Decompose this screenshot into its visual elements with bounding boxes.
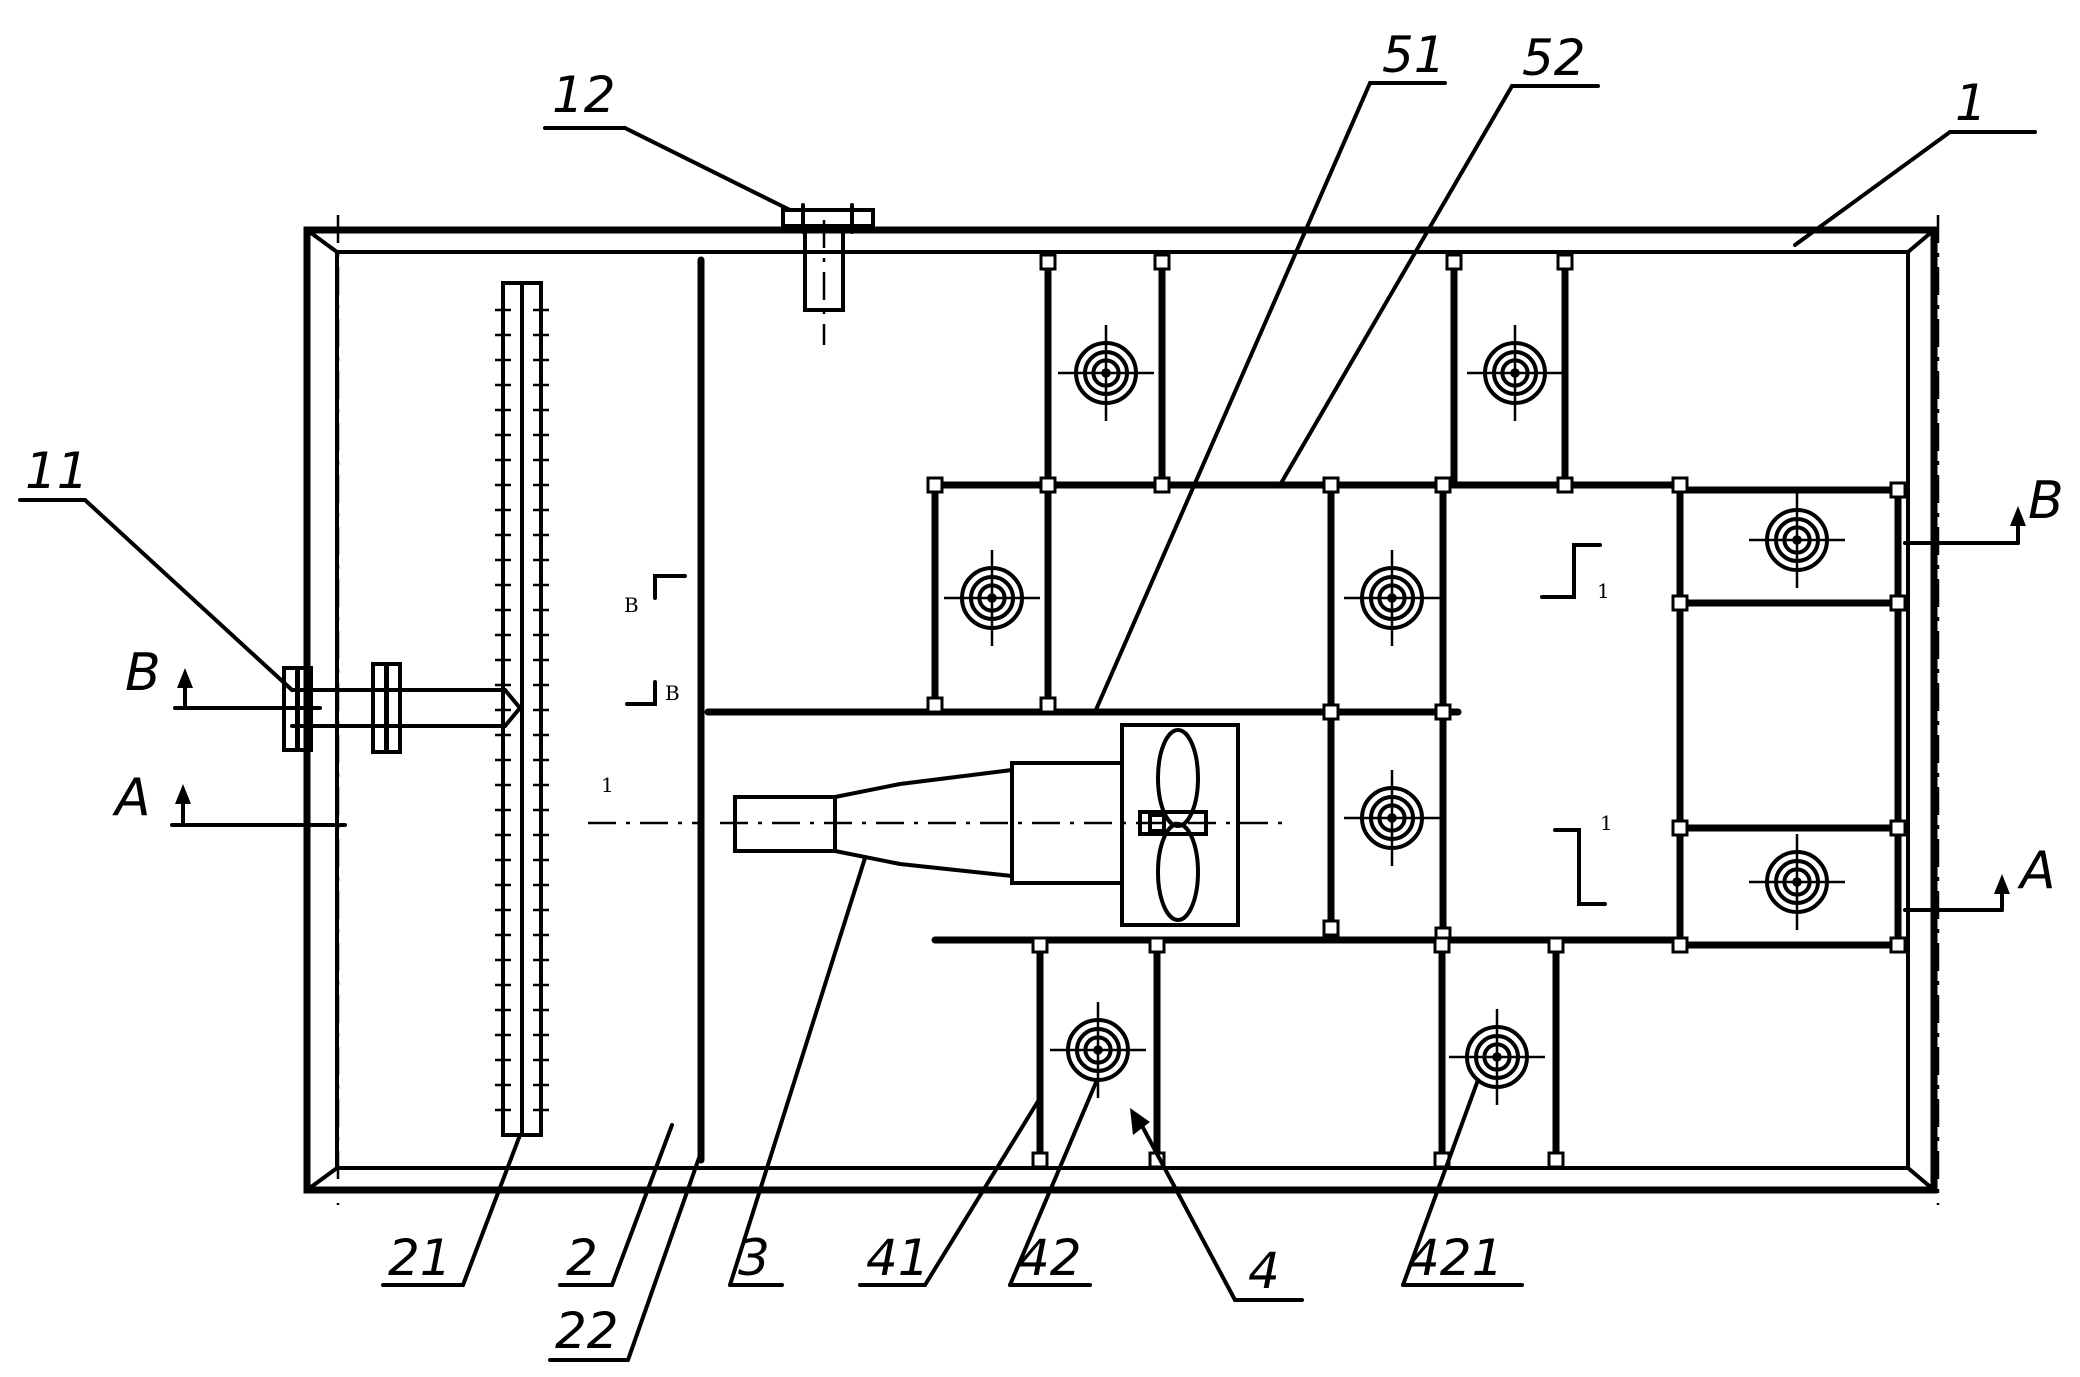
label-52: 52 [1522,29,1586,87]
label-11: 11 [25,442,89,500]
frame-clamp [1671,936,1689,954]
aerator-ring [1091,358,1121,388]
section-mark-a-right: A [2017,841,2056,901]
aerator-discs [944,325,1845,1105]
label-1: 1 [1955,74,1987,132]
aerator-ring [1377,583,1407,613]
aerator-ring [977,583,1007,613]
aerator-ring [1075,1027,1121,1073]
fan-housing [1120,723,1240,927]
aerator-ring [1774,517,1820,563]
frame-clamp [1889,936,1907,954]
frame-clamp [1434,476,1452,494]
inner-mark-b-bottom: B [665,681,680,705]
section-labels: B A B A [112,471,2064,901]
frame-clamp [1547,1151,1565,1169]
frame-clamp [1153,253,1171,271]
aerator-ring [1765,850,1829,914]
frame-clamp [1671,476,1689,494]
aerator-ring [1483,341,1547,405]
frame-clamp [1433,936,1451,954]
aerator-ring [1782,867,1812,897]
aerator-ring [969,575,1015,621]
aerator-center [1492,1052,1502,1062]
fan-mixer [1120,723,1240,927]
aerator-ring [1474,1034,1520,1080]
frame-clamp [1889,594,1907,612]
section-mark-a-left: A [112,768,151,828]
aerator-ring [1377,803,1407,833]
label-42: 42 [1018,1229,1082,1287]
frame-clamp [1322,476,1340,494]
aerator-ring [1083,1035,1113,1065]
inner-section-marks: B B 1 1 1 [601,543,1613,906]
aerator-center [1093,1045,1103,1055]
frame-clamp [1031,1151,1049,1169]
aerator-ring [1465,1025,1529,1089]
frame-clamp [1889,481,1907,499]
section-mark-b-right: B [2028,471,2064,531]
aerator-ring [1360,566,1424,630]
frame-clamp [1556,253,1574,271]
axis-lines [170,506,2026,912]
aerator-center [1510,368,1520,378]
frame-clamp [1148,936,1166,954]
frame-clamp [1039,476,1057,494]
aerator-ring [1360,786,1424,850]
aerator-center [1387,593,1397,603]
frame-clamp [1671,594,1689,612]
frame-clamp [1556,476,1574,494]
frame-clamp [1031,936,1049,954]
aerator-center [987,593,997,603]
aerator-ring [1492,350,1538,396]
frame-clamp [1039,253,1057,271]
aeration-frames [704,253,1907,1169]
aerator-center [1792,877,1802,887]
label-22: 22 [555,1302,619,1360]
aerator-ring [960,566,1024,630]
inner-mark-1: 1 [601,773,614,797]
frame-clamp [926,476,944,494]
aerator-ring [1765,508,1829,572]
frame-clamp [1671,819,1689,837]
part-labels: 1 12 11 51 52 21 2 22 3 41 42 4 421 [25,26,1987,1360]
inner-mark-b-top: B [624,593,639,617]
inner-mark-1-top: 1 [1597,579,1610,603]
frame-clamp [1322,919,1340,937]
aerator-ring [1774,859,1820,905]
label-41: 41 [866,1229,930,1287]
frame-clamp [1322,703,1340,721]
frame-clamp [926,696,944,714]
section-mark-b-left: B [125,643,161,703]
frame-clamp [1445,253,1463,271]
aerator-center [1792,535,1802,545]
aerator-ring [1369,795,1415,841]
aerator-ring [1083,350,1129,396]
leader-lines [18,81,2037,1362]
aerator-ring [1074,341,1138,405]
frame-clamp [1039,696,1057,714]
label-421: 421 [1408,1229,1503,1287]
aerator-center [1387,813,1397,823]
frame-clamp [1434,703,1452,721]
label-51: 51 [1382,26,1446,84]
aerator-ring [1482,1042,1512,1072]
top-nozzle [781,203,875,345]
label-2: 2 [566,1229,598,1287]
frame-clamp [1547,936,1565,954]
inner-mark-1-bottom: 1 [1600,811,1613,835]
aerator-ring [1782,525,1812,555]
frame-clamp [1153,476,1171,494]
aerator-ring [1500,358,1530,388]
label-4: 4 [1248,1242,1280,1300]
aerator-center [1101,368,1111,378]
aerator-ring [1369,575,1415,621]
label-3: 3 [738,1229,770,1287]
frame-clamp [1889,819,1907,837]
label-12: 12 [552,66,616,124]
label-21: 21 [388,1229,452,1287]
distributor-pipe [495,281,549,1137]
